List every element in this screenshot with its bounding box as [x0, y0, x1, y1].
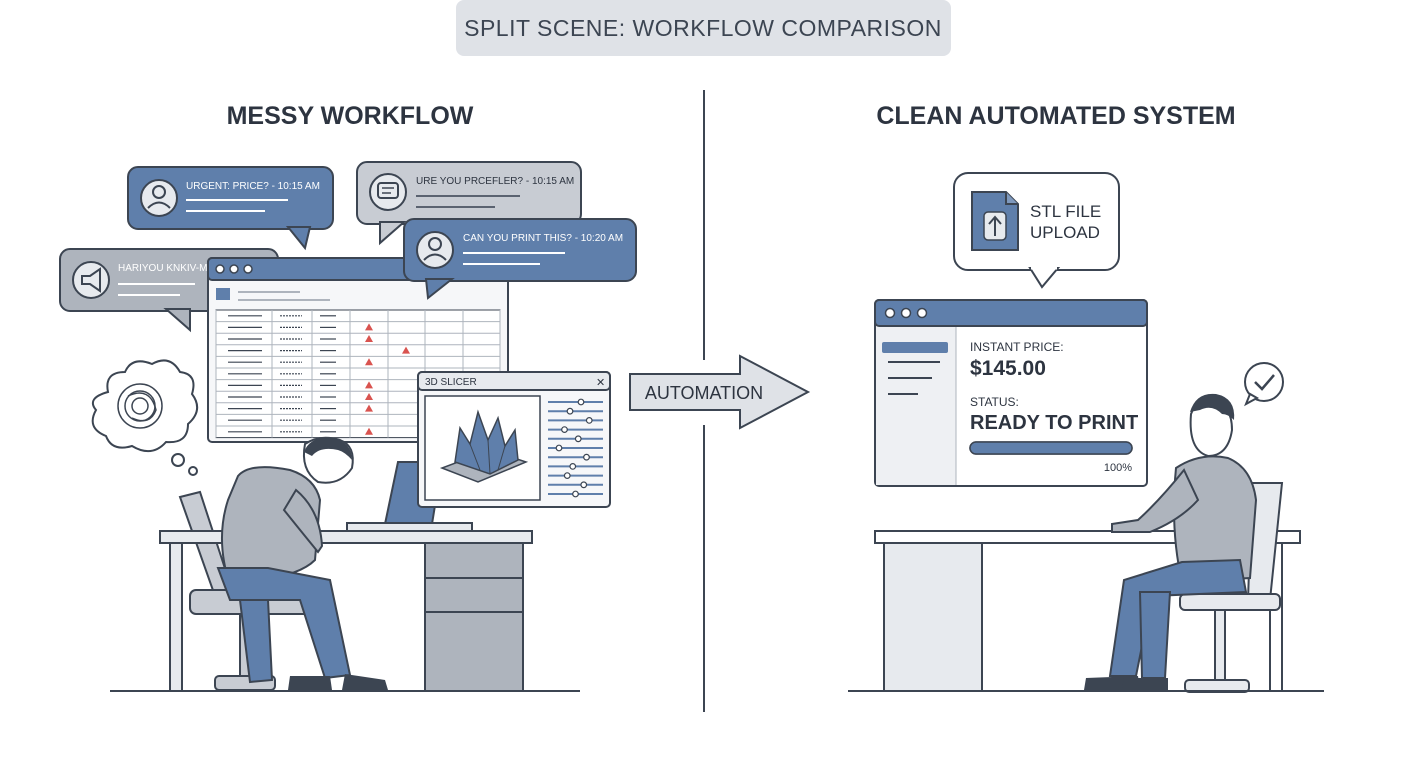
slider-knob[interactable] — [585, 417, 593, 424]
upload-line-2: UPLOAD — [1030, 223, 1100, 242]
slicer-sliders — [548, 398, 603, 498]
slicer-window: 3D SLICER ✕ — [417, 371, 611, 508]
thought-cloud — [91, 359, 199, 476]
slider-knob[interactable] — [566, 407, 574, 415]
automation-arrow: AUTOMATION — [629, 354, 811, 430]
pricing-app-window: INSTANT PRICE: $145.00 STATUS: READY TO … — [874, 299, 1148, 487]
price-value: $145.00 — [970, 357, 1046, 380]
banner-title: SPLIT SCENE: WORKFLOW COMPARISON — [464, 15, 942, 41]
slider-knob[interactable] — [574, 435, 582, 443]
warning-icon — [365, 381, 373, 389]
slider-knob[interactable] — [583, 453, 590, 461]
message-text-2: URE YOU PRCEFLER? - 10:15 AM — [416, 176, 574, 187]
right-heading: CLEAN AUTOMATED SYSTEM — [876, 102, 1235, 130]
progress-fill — [969, 441, 1133, 455]
message-bubble-2: URE YOU PRCEFLER? - 10:15 AM — [356, 161, 582, 246]
close-icon[interactable]: ✕ — [596, 377, 605, 389]
message-bubble-3: CAN YOU PRINT THIS? - 10:20 AM — [403, 218, 637, 300]
warning-icon — [365, 427, 373, 435]
warning-icon — [402, 346, 410, 354]
price-label: INSTANT PRICE: — [970, 340, 1064, 354]
check-bubble — [1244, 362, 1284, 407]
slider-knob[interactable] — [555, 444, 563, 452]
check-icon — [1254, 374, 1275, 391]
upload-line-1: STL FILE — [1030, 202, 1101, 221]
automation-label: AUTOMATION — [645, 383, 763, 403]
title-banner: SPLIT SCENE: WORKFLOW COMPARISON — [456, 0, 951, 56]
warning-icon — [365, 404, 373, 412]
user-avatar-icon — [140, 179, 178, 217]
slider-knob[interactable] — [569, 463, 577, 470]
chat-icon — [377, 182, 399, 199]
warning-icon — [365, 393, 373, 400]
message-bubble-1: URGENT: PRICE? - 10:15 AM — [127, 166, 334, 251]
message-text-3: CAN YOU PRINT THIS? - 10:20 AM — [463, 233, 623, 244]
3d-model-icon — [439, 409, 529, 483]
message-text-1: URGENT: PRICE? - 10:15 AM — [186, 181, 320, 192]
slider-knob[interactable] — [577, 398, 585, 406]
status-label: STATUS: — [970, 395, 1019, 409]
warning-icon — [365, 323, 373, 331]
user-avatar-icon — [416, 231, 454, 269]
slicer-title: 3D SLICER — [425, 377, 477, 388]
megaphone-icon — [81, 267, 101, 293]
slider-knob[interactable] — [572, 490, 579, 498]
upload-arrow-icon[interactable] — [971, 191, 1019, 251]
slider-knob[interactable] — [563, 472, 571, 480]
stl-upload-bubble: STL FILE UPLOAD — [953, 172, 1120, 289]
slider-knob[interactable] — [580, 481, 588, 489]
messy-desk-scene — [110, 436, 580, 692]
warning-icon — [365, 358, 373, 366]
status-value: READY TO PRINT — [970, 412, 1138, 434]
slider-knob[interactable] — [561, 426, 568, 434]
message-text-4: HARIYOU KNKIV-MA — [118, 263, 214, 274]
warning-icon — [365, 335, 373, 342]
clean-desk-scene — [848, 393, 1324, 693]
left-heading: MESSY WORKFLOW — [227, 102, 474, 130]
progress-text: 100% — [1104, 462, 1132, 474]
